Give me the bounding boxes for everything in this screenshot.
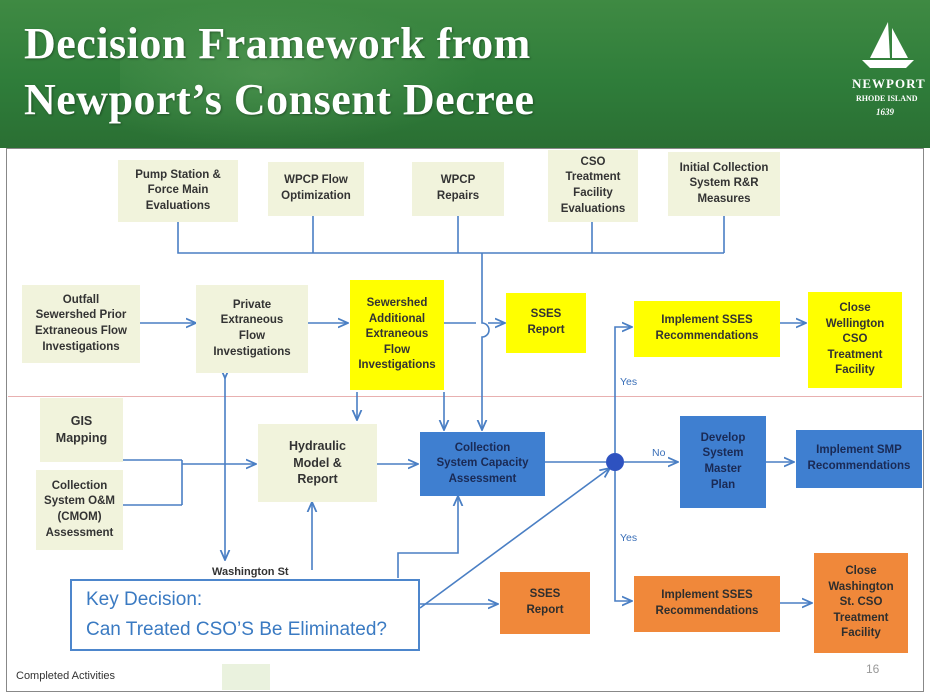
legend-swatch xyxy=(222,664,270,690)
implement-smp-box: Implement SMP Recommendations xyxy=(796,430,922,488)
initial-collection-rr-box: Initial Collection System R&R Measures xyxy=(668,152,780,216)
develop-smp-box: Develop System Master Plan xyxy=(680,416,766,508)
sses-report-bottom-box: SSES Report xyxy=(500,572,590,634)
sses-report-top-box: SSES Report xyxy=(506,293,586,353)
title-line-1: Decision Framework from xyxy=(24,19,531,68)
diagram-frame xyxy=(6,148,924,692)
capacity-assessment-box: Collection System Capacity Assessment xyxy=(420,432,545,496)
washington-st-box-partial: Washington St xyxy=(212,566,289,578)
page-number: 16 xyxy=(866,662,880,676)
cso-treatment-evaluations-box: CSO Treatment Facility Evaluations xyxy=(548,150,638,222)
implement-sses-bottom-box: Implement SSES Recommendations xyxy=(634,576,780,632)
key-decision-callout: Key Decision: Can Treated CSO’S Be Elimi… xyxy=(70,579,420,651)
private-extraneous-flow-box: Private Extraneous Flow Investigations xyxy=(196,285,308,373)
wpcp-flow-optimization-box: WPCP Flow Optimization xyxy=(268,162,364,216)
close-wellington-box: Close Wellington CSO Treatment Facility xyxy=(808,292,902,388)
key-decision-question: Can Treated CSO’S Be Eliminated? xyxy=(86,619,387,640)
implement-sses-top-box: Implement SSES Recommendations xyxy=(634,301,780,357)
yes-label-bottom: Yes xyxy=(620,532,638,544)
close-washington-box: Close Washington St. CSO Treatment Facil… xyxy=(814,553,908,653)
hydraulic-model-box: Hydraulic Model & Report xyxy=(258,424,377,502)
section-divider xyxy=(8,396,922,397)
title-banner: Decision Framework from Newport’s Consen… xyxy=(0,0,930,148)
newport-logo: NEWPORT RHODE ISLAND 1639 xyxy=(848,14,928,124)
fern-decoration xyxy=(120,0,480,148)
title-line-2: Newport’s Consent Decree xyxy=(24,75,535,124)
no-label: No xyxy=(652,447,666,459)
cmom-assessment-box: Collection System O&M (CMOM) Assessment xyxy=(36,470,123,550)
ship-icon xyxy=(862,22,914,68)
logo-subtitle: RHODE ISLAND xyxy=(856,94,918,103)
key-decision-title: Key Decision: xyxy=(86,589,203,610)
yes-label-top: Yes xyxy=(620,376,638,388)
outfall-investigations-box: Outfall Sewershed Prior Extraneous Flow … xyxy=(22,285,140,363)
logo-year: 1639 xyxy=(876,107,894,117)
wpcp-repairs-box: WPCP Repairs xyxy=(412,162,504,216)
logo-name: NEWPORT xyxy=(852,76,926,91)
sewershed-additional-box: Sewershed Additional Extraneous Flow Inv… xyxy=(350,280,444,390)
decision-node xyxy=(606,453,624,471)
pump-station-box: Pump Station & Force Main Evaluations xyxy=(118,160,238,222)
gis-mapping-box: GIS Mapping xyxy=(40,398,123,462)
legend-label: Completed Activities xyxy=(16,670,116,682)
